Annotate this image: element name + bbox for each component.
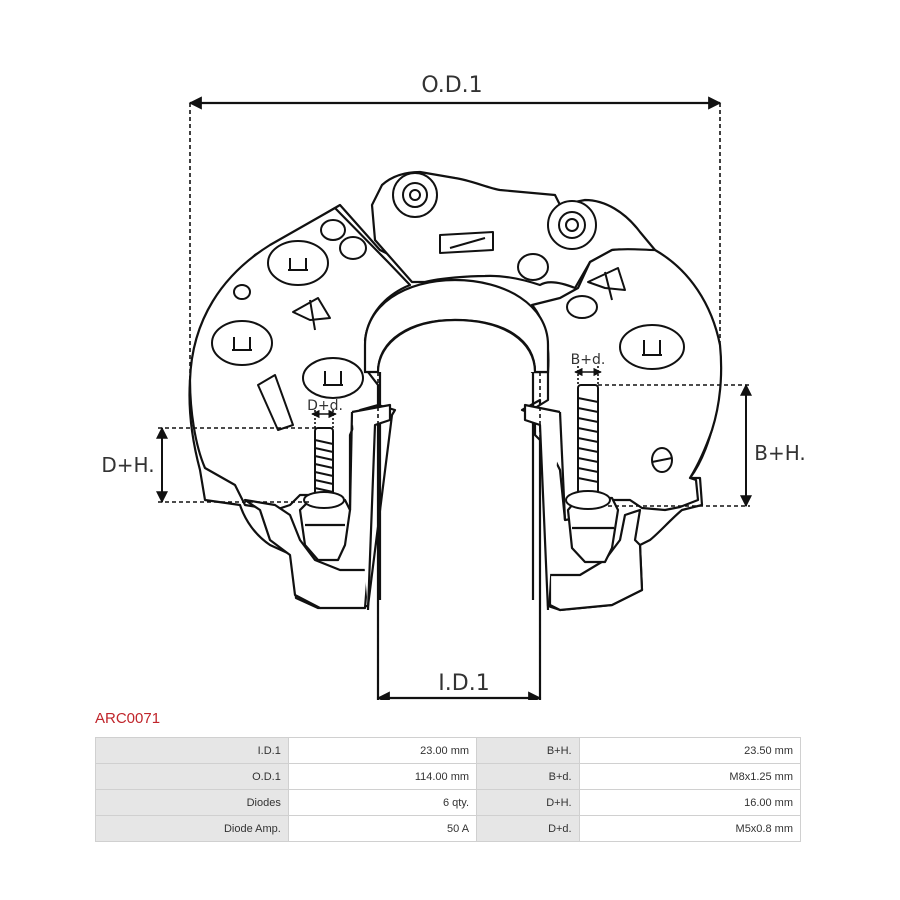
spec-value: 23.50 mm <box>578 737 802 764</box>
spec-value: 23.00 mm <box>287 737 478 764</box>
dh-label: D+H. <box>101 453 154 477</box>
b-bolt <box>565 384 611 510</box>
bh-label: B+H. <box>754 441 806 465</box>
rectifier-drawing: O.D.1 I.D.1 D+H. B+H. D+d. B+d. <box>101 73 806 700</box>
d-bolt <box>303 427 345 509</box>
diode-pads <box>211 240 685 399</box>
spec-label: B+H. <box>476 737 580 764</box>
spec-label: Diode Amp. <box>95 815 289 842</box>
right-terminal-clip <box>523 403 644 612</box>
product-code: ARC0071 <box>95 710 161 727</box>
spec-value: 50 A <box>287 815 478 842</box>
bd-label: B+d. <box>571 352 606 368</box>
spec-value: M8x1.25 mm <box>578 763 802 790</box>
dimension-lines <box>156 96 752 700</box>
top-terminals <box>392 172 597 250</box>
od1-label: O.D.1 <box>421 73 482 98</box>
id1-label: I.D.1 <box>438 671 489 696</box>
spec-value: 114.00 mm <box>287 763 478 790</box>
spec-label: O.D.1 <box>95 763 289 790</box>
spec-label: D+d. <box>476 815 580 842</box>
spec-value: M5x0.8 mm <box>578 815 802 842</box>
left-terminal-clip <box>243 403 392 611</box>
spec-label: Diodes <box>95 789 289 816</box>
spec-label: B+d. <box>476 763 580 790</box>
plate-markings <box>257 231 626 431</box>
dd-label: D+d. <box>307 398 343 414</box>
spec-label: D+H. <box>476 789 580 816</box>
spec-value: 6 qty. <box>287 789 478 816</box>
mounting-holes <box>233 219 673 473</box>
spec-value: 16.00 mm <box>578 789 802 816</box>
spec-label: I.D.1 <box>95 737 289 764</box>
